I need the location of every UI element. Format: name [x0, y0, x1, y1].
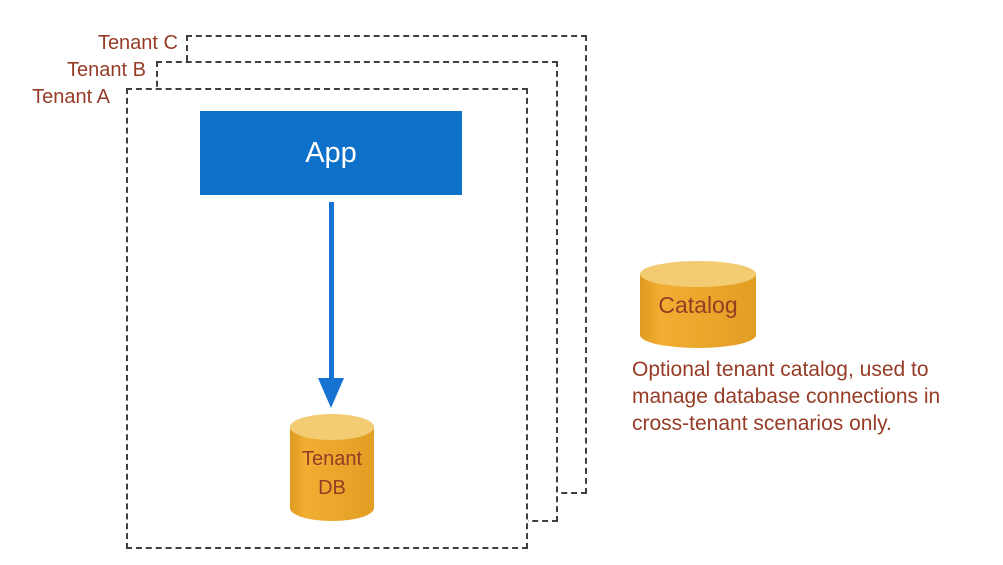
tenant-db-label-line2: DB [318, 477, 346, 499]
catalog-cylinder: Catalog [640, 261, 756, 348]
catalog-caption-line2: manage database connections in [632, 385, 941, 408]
database-cylinder-icon [290, 414, 374, 521]
catalog-label: Catalog [658, 292, 738, 318]
app-to-db-arrow-shaft [329, 202, 334, 379]
catalog-caption-line3: cross-tenant scenarios only. [632, 412, 892, 435]
database-cylinder-icon [640, 261, 756, 348]
tenant-db-label: Tenant DB [290, 445, 374, 503]
tenant-a-label: Tenant A [32, 86, 110, 108]
tenant-db-cylinder: Tenant DB [290, 414, 374, 521]
app-box: App [200, 111, 462, 195]
catalog-caption: Optional tenant catalog, used to manage … [632, 356, 1002, 437]
tenant-c-label: Tenant C [97, 32, 178, 54]
app-label: App [305, 136, 357, 169]
tenant-b-label: Tenant B [67, 59, 146, 81]
catalog-caption-line1: Optional tenant catalog, used to [632, 358, 929, 381]
tenant-db-label-line1: Tenant [301, 448, 363, 470]
arrow-head-icon [318, 378, 344, 408]
